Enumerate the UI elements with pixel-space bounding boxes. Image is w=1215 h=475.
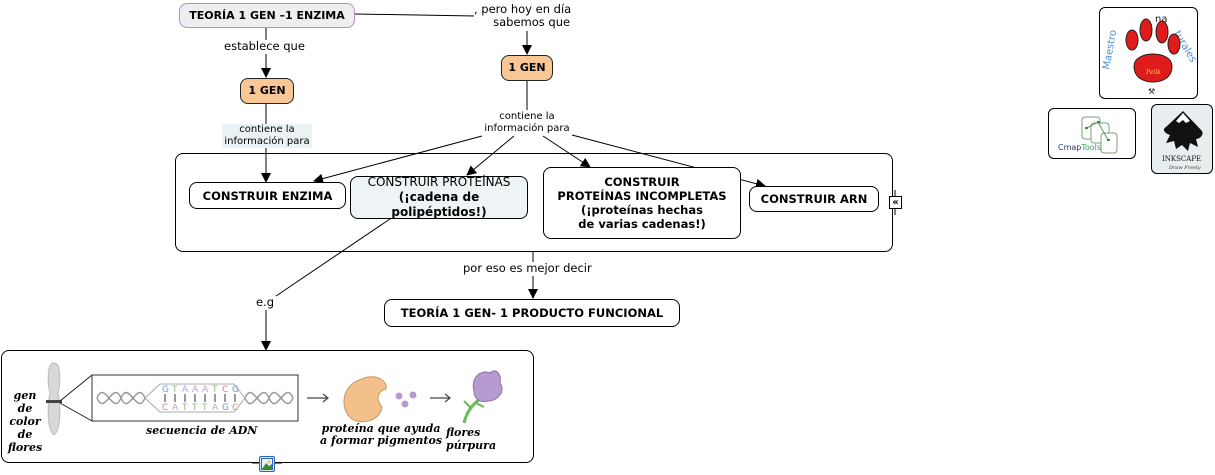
dna-base-bottom: T	[181, 403, 188, 413]
line-title-to-pero-hoy	[354, 13, 476, 17]
arrow-icon	[307, 393, 329, 403]
cmaptools-icon: CmapTools	[1058, 116, 1118, 154]
link-label-line: contiene la	[239, 124, 295, 135]
svg-text:INKSCAPE: INKSCAPE	[1162, 155, 1201, 163]
line-contiene-to-enzima	[313, 135, 483, 184]
pigment-dot	[409, 391, 417, 399]
gene-band	[46, 400, 62, 403]
dna-base-top: T	[211, 385, 218, 395]
node-label-line: de varias cadenas!)	[578, 217, 706, 231]
gen-label-line: gen de	[13, 389, 37, 415]
paw-icon: Maestro na turales Pelik ⚒	[1101, 14, 1197, 96]
node-label-line: CONSTRUIR	[604, 175, 680, 189]
pigment-dot	[395, 392, 403, 400]
dna-base-top: T	[171, 385, 178, 395]
protein-caption: proteína que ayuda a formar pigmentos	[320, 423, 442, 447]
dna-base-top: G	[232, 385, 239, 395]
svg-text:Pelik: Pelik	[1145, 69, 1161, 76]
node-label-line: PROTEÍNAS INCOMPLETAS	[557, 189, 727, 203]
inkscape-icon: INKSCAPE Draw Freely	[1162, 111, 1203, 171]
line-contiene-to-proteinas	[466, 135, 515, 176]
protein-caption-line: proteína que ayuda	[321, 422, 441, 435]
link-label-eg: e.g	[256, 295, 275, 309]
dna-base-top: A	[202, 385, 209, 395]
node-label-line: (¡proteínas hechas	[581, 203, 703, 217]
link-label-line: información para	[224, 136, 310, 147]
link-label-line: contiene la	[499, 111, 555, 122]
dna-base-bottom: C	[162, 403, 168, 413]
gen-label-line: de flores	[7, 428, 43, 454]
svg-text:na: na	[1155, 14, 1167, 25]
node-label: CONSTRUIR ENZIMA	[202, 188, 333, 203]
link-label-por-eso: por eso es mejor decir	[463, 261, 592, 275]
line-contiene-to-incompletas	[542, 135, 591, 168]
link-label-establece-que: establece que	[224, 39, 305, 53]
svg-text:Maestro: Maestro	[1101, 29, 1119, 70]
link-label-pero-hoy: , pero hoy en día sabemos que	[474, 2, 572, 29]
dna-base-bottom: C	[232, 403, 238, 413]
dna-caption: secuencia de ADN	[146, 424, 258, 437]
svg-text:CmapTools: CmapTools	[1058, 143, 1101, 152]
protein-caption-line: a formar pigmentos	[320, 434, 443, 447]
zoom-line	[59, 402, 93, 422]
node-label: TEORÍA 1 GEN –1 ENZIMA	[189, 8, 345, 22]
flower-stem	[462, 397, 481, 424]
svg-text:⚒: ⚒	[1148, 87, 1155, 96]
gen-label: gen de color de flores	[5, 389, 45, 454]
node-construir-arn[interactable]: CONSTRUIR ARN	[749, 186, 879, 212]
node-label-line: CONSTRUIR PROTEÍNAS	[367, 175, 511, 189]
node-1-gen-left[interactable]: 1 GEN	[240, 78, 294, 104]
logo-maestro-de-naturales: Maestro na turales Pelik ⚒	[1099, 7, 1198, 99]
node-label: 1 GEN	[508, 61, 546, 74]
node-construir-proteinas[interactable]: CONSTRUIR PROTEÍNAS (¡cadena de polipépt…	[350, 175, 528, 219]
node-label: TEORÍA 1 GEN- 1 PRODUCTO FUNCIONAL	[400, 306, 664, 320]
dna-base-top: G	[162, 385, 169, 395]
node-construir-enzima[interactable]: CONSTRUIR ENZIMA	[189, 182, 346, 209]
flower-icon	[472, 370, 503, 402]
node-1-gen-right[interactable]: 1 GEN	[501, 55, 553, 81]
link-label-contiene-left: contiene la información para	[222, 124, 312, 148]
line-proteinas-to-eg	[275, 218, 391, 297]
dna-base-top: A	[182, 385, 189, 395]
link-label-line: , pero hoy en día	[474, 2, 572, 16]
zoom-line	[59, 374, 93, 402]
dna-base-bottom: A	[212, 403, 219, 413]
chromosome-icon	[47, 362, 61, 436]
node-label: CONSTRUIR ARN	[760, 192, 868, 206]
dna-helix-right	[244, 391, 294, 405]
dna-base-bottom: T	[191, 403, 198, 413]
svg-text:Draw Freely: Draw Freely	[1168, 165, 1201, 171]
dna-base-bottom: T	[201, 403, 208, 413]
node-label: 1 GEN	[248, 84, 286, 97]
node-proteinas-incompletas[interactable]: CONSTRUIR PROTEÍNAS INCOMPLETAS (¡proteí…	[543, 167, 741, 239]
link-label-line: información para	[484, 123, 570, 134]
flower-caption: flores púrpura	[446, 426, 497, 452]
node-label-line: (¡cadena de polipéptidos!)	[391, 190, 487, 219]
link-label-line: sabemos que	[493, 15, 571, 29]
dna-base-bottom: A	[172, 403, 179, 413]
dna-helix-left	[96, 391, 146, 405]
logo-cmaptools: CmapTools	[1048, 108, 1136, 159]
dna-base-top: C	[222, 385, 228, 395]
flower-leaves	[463, 400, 485, 410]
gen-label-line: color	[9, 415, 41, 428]
node-teoria-1gen-1enzima[interactable]: TEORÍA 1 GEN –1 ENZIMA	[179, 3, 355, 28]
link-label-contiene-right: contiene la información para	[482, 111, 572, 135]
dna-base-bottom: G	[222, 403, 229, 413]
node-teoria-producto-funcional[interactable]: TEORÍA 1 GEN- 1 PRODUCTO FUNCIONAL	[384, 299, 680, 327]
image-glyph	[261, 458, 273, 470]
collapse-chevrons-icon[interactable]: «	[889, 196, 902, 209]
logo-inkscape: INKSCAPE Draw Freely	[1151, 104, 1213, 174]
pigment-dot	[401, 400, 409, 408]
dna-base-top: A	[192, 385, 199, 395]
image-icon[interactable]	[259, 456, 275, 472]
arrow-icon	[430, 393, 451, 403]
protein-icon	[343, 376, 387, 423]
